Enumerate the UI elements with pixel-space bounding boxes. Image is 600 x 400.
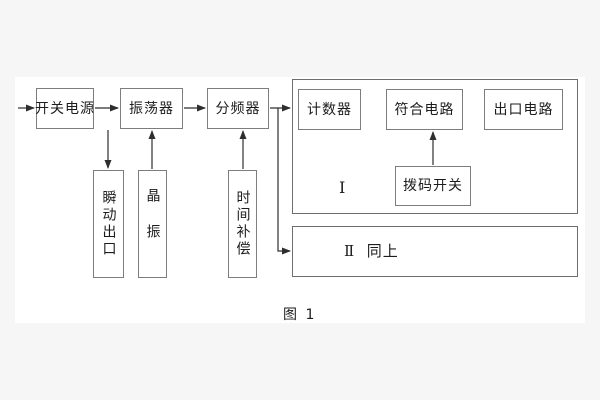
node-label: 计数器 — [307, 101, 352, 118]
node-label: 振荡器 — [129, 100, 174, 117]
group-box-2 — [292, 226, 578, 277]
node-dip-switch: 拨码开关 — [395, 166, 471, 206]
node-label: 瞬动出口 — [100, 190, 117, 258]
node-label: 出口电路 — [493, 101, 554, 118]
node-frequency-divider: 分频器 — [207, 88, 269, 129]
node-outlet-circuit: 出口电路 — [484, 89, 563, 130]
node-coincidence-circuit: 符合电路 — [386, 89, 463, 130]
group-box-1 — [292, 79, 578, 214]
group1-roman-numeral-label: Ⅰ — [339, 178, 346, 197]
figure-caption: 图 1 — [283, 307, 317, 323]
node-oscillator: 振荡器 — [120, 88, 183, 129]
node-time-compensation: 时间补偿 — [228, 170, 257, 278]
node-label: 晶振 — [144, 187, 161, 261]
node-counter: 计数器 — [298, 89, 361, 130]
node-label: 时间补偿 — [234, 190, 251, 258]
node-label: 开关电源 — [35, 100, 95, 117]
node-instant-output: 瞬动出口 — [93, 170, 124, 278]
node-label: 符合电路 — [394, 101, 455, 118]
node-label: 分频器 — [215, 100, 261, 117]
group2-same-as-above-label: Ⅱ 同上 — [344, 242, 399, 260]
node-crystal-oscillator: 晶振 — [138, 170, 167, 278]
node-switch-power-supply: 开关电源 — [35, 88, 95, 129]
node-label: 拨码开关 — [403, 178, 463, 194]
